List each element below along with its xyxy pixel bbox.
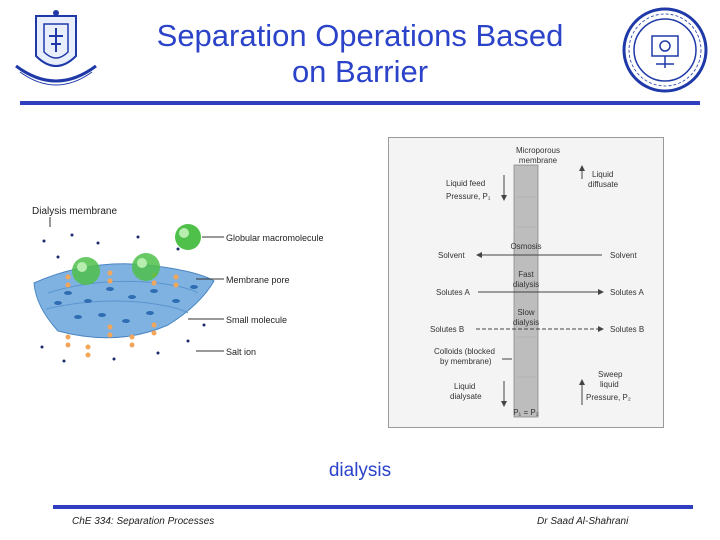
fast-dialysis-label-2: dialysis (513, 280, 539, 289)
membrane-label-1: Microporous (516, 146, 560, 155)
sweep-liquid-label-2: liquid (600, 380, 619, 389)
slow-dialysis-label-2: dialysis (513, 318, 539, 327)
footer-course: ChE 334: Separation Processes (72, 516, 215, 527)
dialysis-schematic-diagram: Microporous membrane Liquid feed Pressur… (388, 137, 664, 428)
title-line-2: on Barrier (291, 54, 429, 89)
liquid-diffusate-label-2: diffusate (588, 180, 619, 189)
label-membrane-pore: Membrane pore (226, 275, 290, 285)
liquid-dialysate-label-2: dialysate (450, 392, 482, 401)
label-salt-ion: Salt ion (226, 347, 256, 357)
header-divider (20, 101, 700, 105)
slow-dialysis-label-1: Slow (517, 308, 535, 317)
solvent-right-label: Solvent (610, 251, 637, 260)
department-seal-logo (622, 7, 708, 93)
colloids-label-1: Colloids (blocked (434, 347, 495, 356)
membrane-label-2: membrane (519, 156, 558, 165)
solutes-b-right-label: Solutes B (610, 325, 644, 334)
pressure-p1-label: Pressure, P₁ (446, 192, 491, 201)
slide-title: Separation Operations Based on Barrier (110, 18, 610, 90)
solutes-a-right-label: Solutes A (610, 288, 644, 297)
figure-caption: dialysis (328, 460, 392, 481)
label-globular-macromolecule: Globular macromolecule (226, 233, 324, 243)
university-crest-logo (15, 10, 97, 86)
colloids-label-2: by membrane) (440, 357, 492, 366)
liquid-dialysate-label-1: Liquid (454, 382, 475, 391)
label-small-molecule: Small molecule (226, 315, 287, 325)
footer-author: Dr Saad Al-Shahrani (537, 516, 629, 527)
title-line-1: Separation Operations Based (156, 18, 564, 53)
pressure-equal-label: P₁ = P₂ (513, 408, 539, 417)
solutes-b-left-label: Solutes B (430, 325, 464, 334)
liquid-diffusate-label-1: Liquid (592, 170, 613, 179)
solvent-left-label: Solvent (438, 251, 465, 260)
fig1-title: Dialysis membrane (32, 206, 117, 217)
solutes-a-left-label: Solutes A (436, 288, 470, 297)
dialysis-membrane-illustration: Dialysis membrane Globular macromolecule… (32, 206, 324, 363)
pressure-p2-label: Pressure, P₂ (586, 393, 631, 402)
sweep-liquid-label-1: Sweep (598, 370, 623, 379)
fast-dialysis-label-1: Fast (518, 270, 534, 279)
osmosis-label: Osmosis (510, 242, 541, 251)
footer-divider (53, 505, 693, 509)
liquid-feed-label: Liquid feed (446, 179, 485, 188)
